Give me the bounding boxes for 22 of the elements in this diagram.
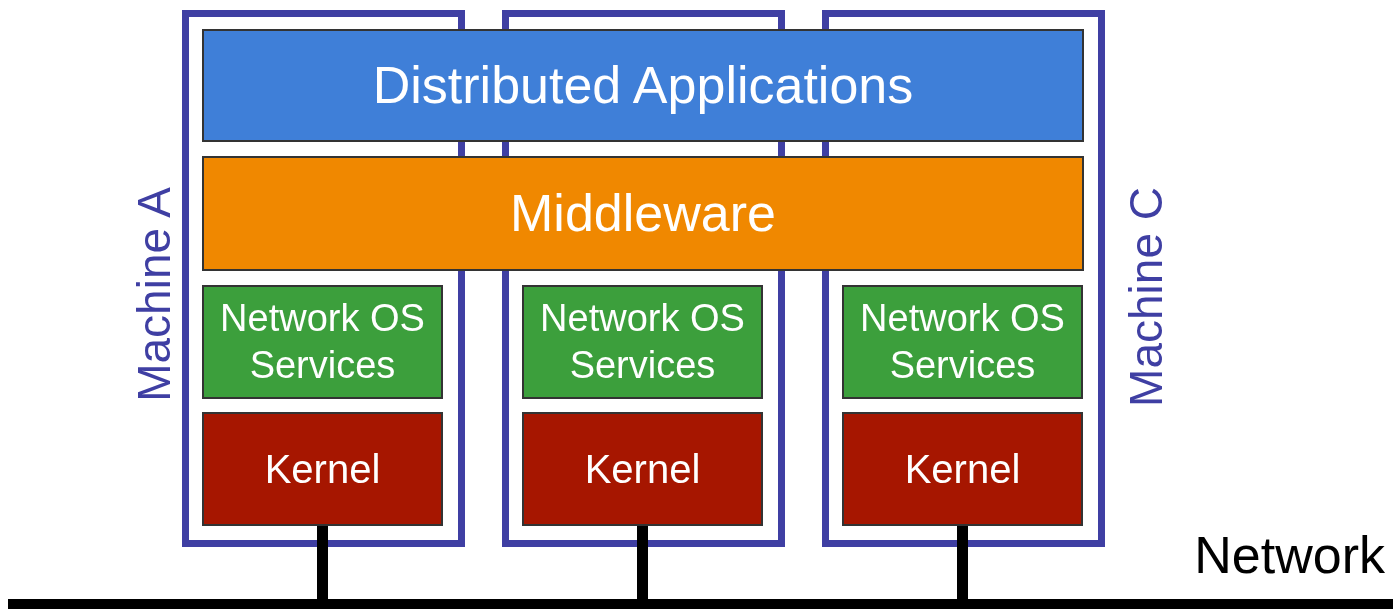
layer-text: Middleware — [510, 183, 776, 244]
middleware-layer-band — [202, 156, 1084, 271]
layer-text: Network OS Services — [539, 295, 746, 388]
layer-text: Kernel — [584, 446, 701, 493]
machine-label: Machine A — [127, 187, 181, 402]
kernel-box — [522, 412, 763, 526]
application-layer-band — [202, 29, 1084, 142]
network-label: Network — [1194, 525, 1385, 585]
kernel-box — [202, 412, 443, 526]
connector-line — [957, 526, 968, 599]
layer-text: Kernel — [904, 446, 1021, 493]
layer-text: Distributed Applications — [372, 55, 914, 116]
connector-line — [637, 526, 648, 599]
connector-line — [317, 526, 328, 599]
layer-text: Network OS Services — [859, 295, 1066, 388]
network-os-services-box — [522, 285, 763, 399]
network-os-services-box — [842, 285, 1083, 399]
network-os-services-box — [202, 285, 443, 399]
layer-text: Kernel — [264, 446, 381, 493]
kernel-box — [842, 412, 1083, 526]
layer-text: Network OS Services — [219, 295, 426, 388]
machine-label: Machine C — [1119, 187, 1173, 407]
